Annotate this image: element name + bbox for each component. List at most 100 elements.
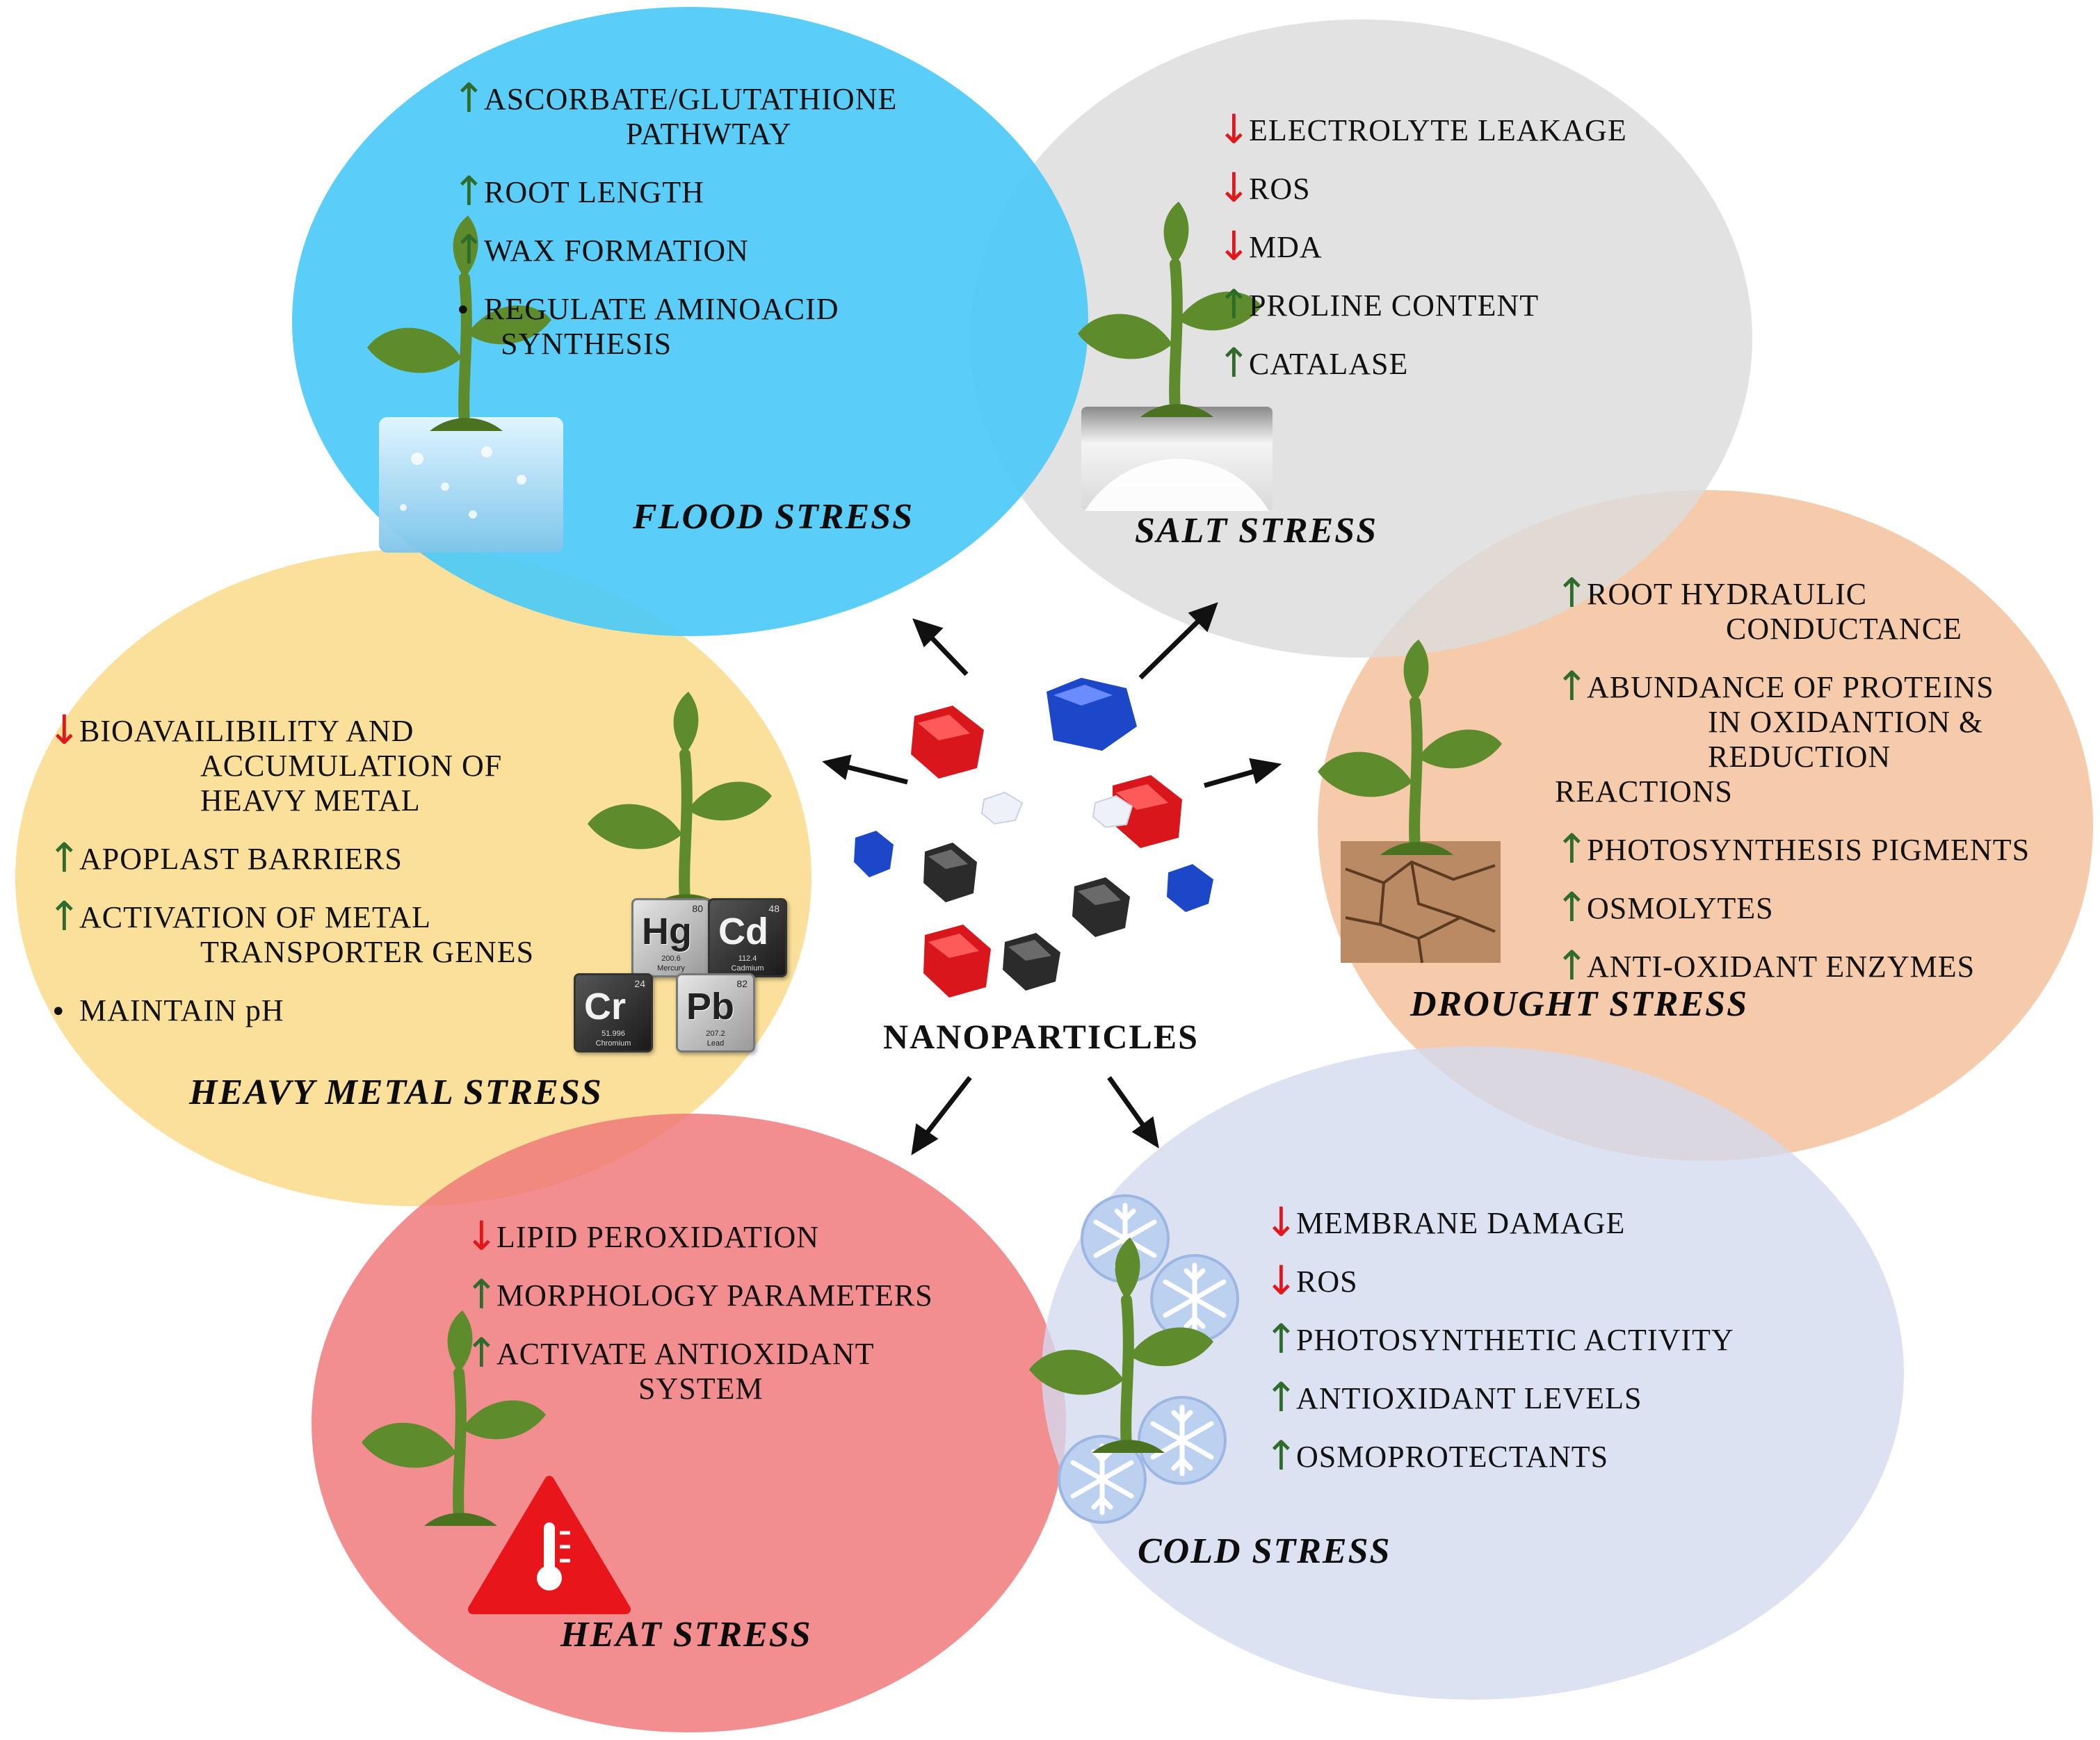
snowflake-icon	[1152, 1255, 1238, 1342]
decrease-arrow-icon: ↓	[1217, 164, 1252, 211]
cracked-soil-image	[1341, 841, 1501, 963]
nanoparticle-red	[923, 925, 991, 998]
nanoparticles-label: NANOPARTICLES	[883, 1017, 1199, 1056]
increase-arrow-icon: ↑	[452, 168, 487, 215]
drought-stress-title: DROUGHT STRESS	[1410, 984, 1748, 1024]
effect-text: SYSTEM	[638, 1372, 764, 1406]
atomic-number: 48	[768, 903, 780, 914]
increase-arrow-icon: ↑	[452, 74, 487, 122]
effect-text: ROS	[1296, 1265, 1358, 1299]
radiating-arrows	[822, 602, 1282, 1155]
increase-arrow-icon: ↑	[1264, 1374, 1299, 1421]
effect-text: ACTIVATE ANTIOXIDANT	[496, 1337, 875, 1371]
arrow-to-salt-head	[1188, 602, 1218, 633]
element-name: Lead	[706, 1039, 725, 1048]
atomic-mass: 200.6	[661, 954, 681, 963]
effect-text: MEMBRANE DAMAGE	[1296, 1206, 1626, 1240]
element-name: Mercury	[657, 964, 685, 973]
atomic-mass: 207.2	[706, 1030, 725, 1038]
decrease-arrow-icon: ↓	[1264, 1198, 1299, 1246]
effect-item: ↑APOPLAST BARRIERS	[47, 838, 604, 878]
bullet-icon: •	[50, 996, 67, 1028]
effect-text: OSMOLYTES	[1587, 891, 1774, 925]
atomic-number: 80	[692, 903, 703, 914]
increase-arrow-icon: ↑	[465, 1271, 499, 1318]
effect-text: ASCORBATE/GLUTATHIONE	[484, 82, 898, 116]
element-symbol: Cr	[584, 986, 627, 1027]
element-tile-mercury: 80 Hg 200.6 Mercury	[631, 898, 711, 977]
effect-text: WAX FORMATION	[484, 234, 749, 268]
increase-arrow-icon: ↑	[1555, 942, 1590, 989]
element-symbol: Pb	[686, 986, 735, 1027]
element-name: Cadmium	[731, 964, 764, 973]
effect-text: TRANSPORTER GENES	[200, 935, 535, 969]
element-name: Chromium	[595, 1039, 631, 1048]
nanoparticle-blue	[1047, 678, 1137, 751]
arrow-to-flood-head	[912, 618, 944, 648]
cold-effects-list: ↓MEMBRANE DAMAGE↓ROS↑PHOTOSYNTHETIC ACTI…	[1264, 1202, 1820, 1498]
arrow-to-cold-head	[1131, 1116, 1159, 1149]
atomic-number: 24	[634, 978, 645, 989]
effect-text: HEAVY METAL	[200, 783, 421, 818]
nanoparticle-black	[923, 843, 977, 902]
salt-effects-list: ↓ELECTROLYTE LEAKAGE↓ROS↓MDA↑PROLINE CON…	[1217, 109, 1704, 405]
effect-text: APOPLAST BARRIERS	[79, 842, 403, 876]
effect-text: CATALASE	[1249, 347, 1409, 381]
effect-text: ROS	[1249, 172, 1311, 206]
increase-arrow-icon: ↑	[47, 893, 82, 940]
nanoparticle-blue	[1167, 864, 1213, 912]
effect-item: ↑WAX FORMATION	[452, 229, 980, 270]
nanoparticle-white	[980, 791, 1024, 825]
nanoparticle-red	[911, 706, 984, 779]
bullet-icon: •	[455, 295, 472, 327]
effect-text: LIPID PEROXIDATION	[496, 1220, 820, 1254]
decrease-arrow-icon: ↓	[1264, 1257, 1299, 1304]
decrease-arrow-icon: ↓	[1217, 222, 1252, 270]
arrow-to-heat-head	[911, 1123, 939, 1155]
effect-item: • MAINTAIN pH	[47, 993, 604, 1028]
arrow-to-salt	[1138, 611, 1209, 680]
element-symbol: Hg	[642, 911, 692, 952]
cold-stress-title: COLD STRESS	[1138, 1531, 1391, 1571]
element-tile-lead: 82 Pb 207.2 Lead	[676, 973, 755, 1052]
heavy-metal-stress-ellipse	[15, 549, 811, 1206]
decrease-arrow-icon: ↓	[465, 1212, 499, 1260]
effect-item: ↓ROS	[1264, 1260, 1820, 1301]
effect-text: PATHWTAY	[626, 117, 792, 151]
arrow-to-heat	[919, 1075, 972, 1142]
arrow-to-cold	[1107, 1075, 1151, 1135]
effect-item: ↑CATALASE	[1217, 343, 1704, 383]
effect-item: ↑OSMOLYTES	[1555, 887, 2083, 927]
salt-stress-title: SALT STRESS	[1135, 511, 1378, 551]
increase-arrow-icon: ↑	[452, 226, 487, 273]
heat-stress-title: HEAT STRESS	[560, 1615, 812, 1654]
effect-item: ↓MDA	[1217, 226, 1704, 266]
heat-stress-ellipse	[312, 1114, 1066, 1732]
nanoparticle-red	[1113, 775, 1182, 848]
increase-arrow-icon: ↑	[465, 1329, 499, 1376]
element-tile-cadmium: 48 Cd 112.4 Cadmium	[708, 898, 787, 977]
thermometer-warning-icon	[468, 1476, 631, 1614]
effect-text: ROOT HYDRAULIC	[1587, 577, 1868, 611]
nanoparticle-black	[1003, 933, 1060, 991]
atomic-mass: 51.996	[601, 1030, 625, 1038]
nanoparticle-white	[1092, 795, 1133, 829]
element-tile-chromium: 24 Cr 51.996 Chromium	[574, 973, 653, 1052]
effect-item: ↓ROS	[1217, 168, 1704, 208]
plant-icon-drought	[1318, 640, 1502, 855]
effect-text: MAINTAIN pH	[79, 993, 284, 1027]
atomic-mass: 112.4	[738, 954, 757, 963]
increase-arrow-icon: ↑	[1555, 825, 1590, 872]
increase-arrow-icon: ↑	[1555, 569, 1590, 617]
plant-icon-heavy-metal	[588, 692, 772, 907]
